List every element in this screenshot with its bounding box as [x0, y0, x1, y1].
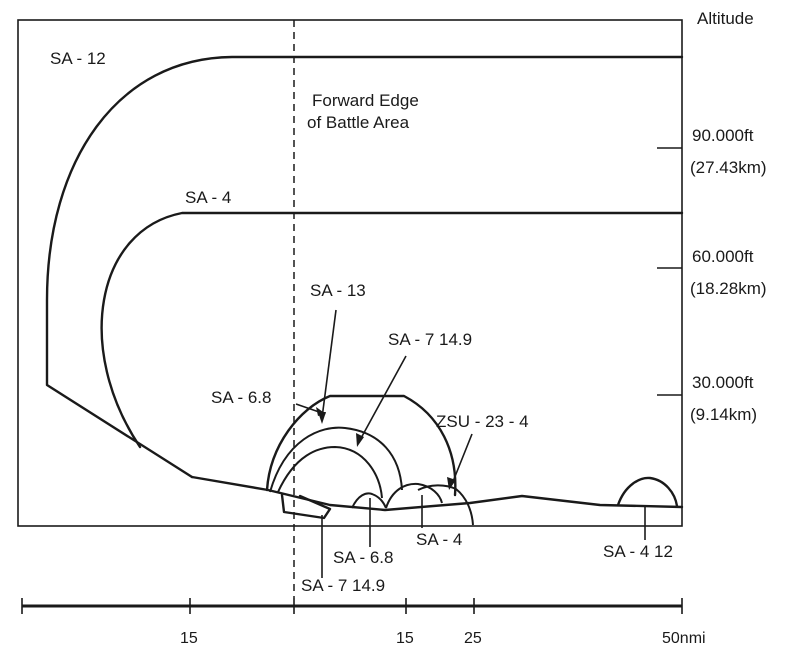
alt-60k-ft: 60.000ft: [692, 247, 754, 266]
alt-90k-km: (27.43km): [690, 158, 767, 177]
zsu-envelope-1: [351, 492, 387, 509]
sa412-envelope: [616, 476, 679, 508]
zsu-label: ZSU - 23 - 4: [436, 412, 529, 431]
altitude-label: Altitude: [697, 9, 754, 28]
range-label-50nmi: 50nmi: [662, 630, 706, 647]
sa68-arrow: [295, 403, 326, 416]
feba-label-line2: of Battle Area: [307, 113, 410, 132]
ground-bump: [280, 493, 332, 520]
alt-30k-km: (9.14km): [690, 405, 757, 424]
terrain-line: [190, 475, 684, 512]
sa68-upper-label: SA - 6.8: [211, 388, 271, 407]
sa7-lower-label: SA - 7 14.9: [301, 576, 385, 595]
feba-label-line1: Forward Edge: [312, 91, 419, 110]
zsu-arrow: [447, 433, 473, 490]
sa13-arrow: [318, 309, 337, 424]
alt-90k-ft: 90.000ft: [692, 126, 754, 145]
sa4-lower-label: SA - 4: [416, 530, 462, 549]
sa12-envelope: [45, 55, 684, 479]
alt-30k-ft: 30.000ft: [692, 373, 754, 392]
sa12-label: SA - 12: [50, 49, 106, 68]
alt-60k-km: (18.28km): [690, 279, 767, 298]
sa68-lower-label: SA - 6.8: [333, 548, 393, 567]
sa412-label: SA - 4 12: [603, 542, 673, 561]
sa68-envelope: [265, 394, 457, 497]
range-label-15b: 15: [396, 630, 414, 647]
sa7-arrow: [356, 355, 407, 447]
sa4-upper-label: SA - 4: [185, 188, 231, 207]
sa7-upper-label: SA - 7 14.9: [388, 330, 472, 349]
sa4-envelope: [100, 211, 684, 449]
plot-frame: [17, 19, 683, 527]
sa7-envelope: [277, 446, 383, 499]
sa13-envelope: [269, 426, 403, 493]
zsu-envelope-2: [385, 482, 443, 509]
range-label-15: 15: [180, 630, 198, 647]
sa13-label: SA - 13: [310, 281, 366, 300]
zsu-envelope-3: [417, 484, 474, 526]
range-label-25: 25: [464, 630, 482, 647]
